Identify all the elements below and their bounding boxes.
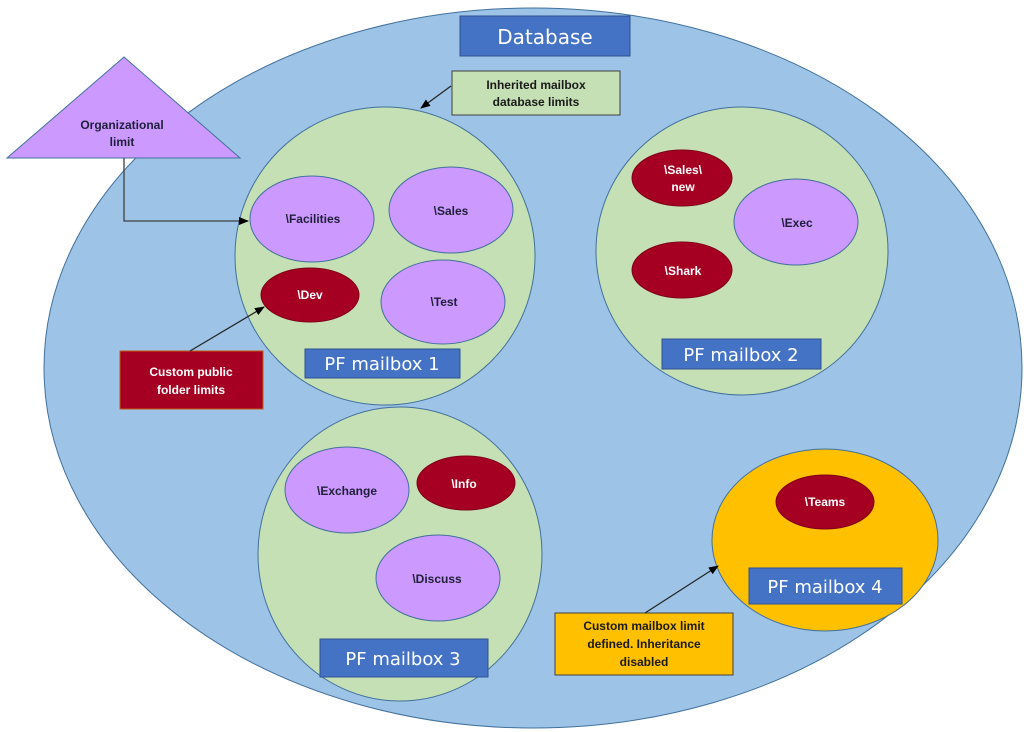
custom-mailbox-limit-note-box xyxy=(554,612,734,676)
inherited-note-line-1: Inherited mailbox xyxy=(486,78,586,92)
inherited-note-line-2: database limits xyxy=(493,95,580,109)
folder-sales-new-line-2: new xyxy=(671,180,695,194)
folder-discuss: \Discuss xyxy=(375,534,501,622)
folder-sales-ellipse xyxy=(388,166,514,254)
pf-mailbox-3-label: PF mailbox 3 xyxy=(345,649,460,670)
custom-folder-limits-note-box xyxy=(119,350,264,410)
folder-sales-new-line-1: \Sales\ xyxy=(664,163,703,177)
folder-test: \Test xyxy=(380,259,506,345)
folder-facilities: \Facilities xyxy=(249,175,375,263)
folder-teams: \Teams xyxy=(775,474,875,530)
custom-mailbox-note-line-2: defined. Inheritance xyxy=(587,637,701,651)
database-title-box xyxy=(459,15,631,57)
organizational-limit-line-2: limit xyxy=(110,135,135,149)
folder-info-ellipse xyxy=(416,455,516,511)
folder-info-label: \Info xyxy=(451,477,476,491)
database-title-text: Database xyxy=(497,25,592,49)
pf-mailbox-4-label-box xyxy=(748,567,903,605)
custom-mailbox-note-line-3: disabled xyxy=(620,655,669,669)
folder-exchange-label: \Exchange xyxy=(317,484,377,498)
inherited-limits-note-box xyxy=(451,70,621,116)
folder-facilities-label: \Facilities xyxy=(286,212,341,226)
connector-custom-folder-to-dev xyxy=(189,306,265,352)
folder-exec-label: \Exec xyxy=(781,216,813,230)
folder-teams-label: \Teams xyxy=(805,495,846,509)
folder-exec-ellipse xyxy=(733,178,859,266)
folder-shark-label: \Shark xyxy=(665,264,702,278)
custom-folder-note-line-2: folder limits xyxy=(157,383,225,397)
custom-mailbox-limit-note: Custom mailbox limit defined. Inheritanc… xyxy=(554,612,734,676)
pf-mailbox-4-label: PF mailbox 4 xyxy=(767,577,882,598)
custom-folder-limits-note: Custom public folder limits xyxy=(119,350,264,410)
folder-facilities-ellipse xyxy=(249,175,375,263)
pf-mailbox-2: \Sales\ new \Exec \Shark PF mailbox 2 xyxy=(595,106,889,396)
organizational-limit-line-1: Organizational xyxy=(80,118,163,132)
pf-mailbox-2-label: PF mailbox 2 xyxy=(683,345,798,366)
folder-discuss-ellipse xyxy=(375,534,501,622)
pf-mailbox-1: \Facilities \Sales \Dev \Test PF mailbox… xyxy=(234,106,536,406)
pf-mailbox-1-label: PF mailbox 1 xyxy=(324,354,439,375)
folder-test-ellipse xyxy=(380,259,506,345)
folder-exchange-ellipse xyxy=(284,446,410,534)
pf-mailbox-4: \Teams PF mailbox 4 xyxy=(711,448,939,632)
folder-dev: \Dev xyxy=(260,267,360,323)
folder-sales-label: \Sales xyxy=(434,204,469,218)
folder-teams-ellipse xyxy=(775,474,875,530)
custom-mailbox-note-line-1: Custom mailbox limit xyxy=(583,619,704,633)
database-title: Database xyxy=(459,15,631,57)
folder-exec: \Exec xyxy=(733,178,859,266)
folder-sales: \Sales xyxy=(388,166,514,254)
folder-exchange: \Exchange xyxy=(284,446,410,534)
folder-test-label: \Test xyxy=(430,295,457,309)
folder-sales-new: \Sales\ new xyxy=(631,149,733,207)
custom-folder-note-line-1: Custom public xyxy=(149,365,233,379)
organizational-limit: Organizational limit xyxy=(5,56,242,159)
folder-discuss-label: \Discuss xyxy=(412,572,462,586)
pf-mailbox-3-label-box xyxy=(319,638,489,678)
pf-mailbox-1-label-box xyxy=(304,348,461,379)
folder-sales-new-ellipse xyxy=(631,149,733,207)
connector-custom-mailbox-to-mailbox-4 xyxy=(644,565,719,614)
folder-dev-ellipse xyxy=(260,267,360,323)
folder-dev-label: \Dev xyxy=(297,288,323,302)
folder-shark: \Shark xyxy=(631,241,733,299)
pf-mailbox-3: \Exchange \Info \Discuss PF mailbox 3 xyxy=(257,406,543,702)
connector-org-limit-to-facilities xyxy=(123,158,249,225)
inherited-limits-note: Inherited mailbox database limits xyxy=(451,70,621,116)
folder-shark-ellipse xyxy=(631,241,733,299)
folder-info: \Info xyxy=(416,455,516,511)
pf-mailbox-2-label-box xyxy=(661,338,822,370)
connector-inherited-to-mailbox-1 xyxy=(420,85,452,109)
